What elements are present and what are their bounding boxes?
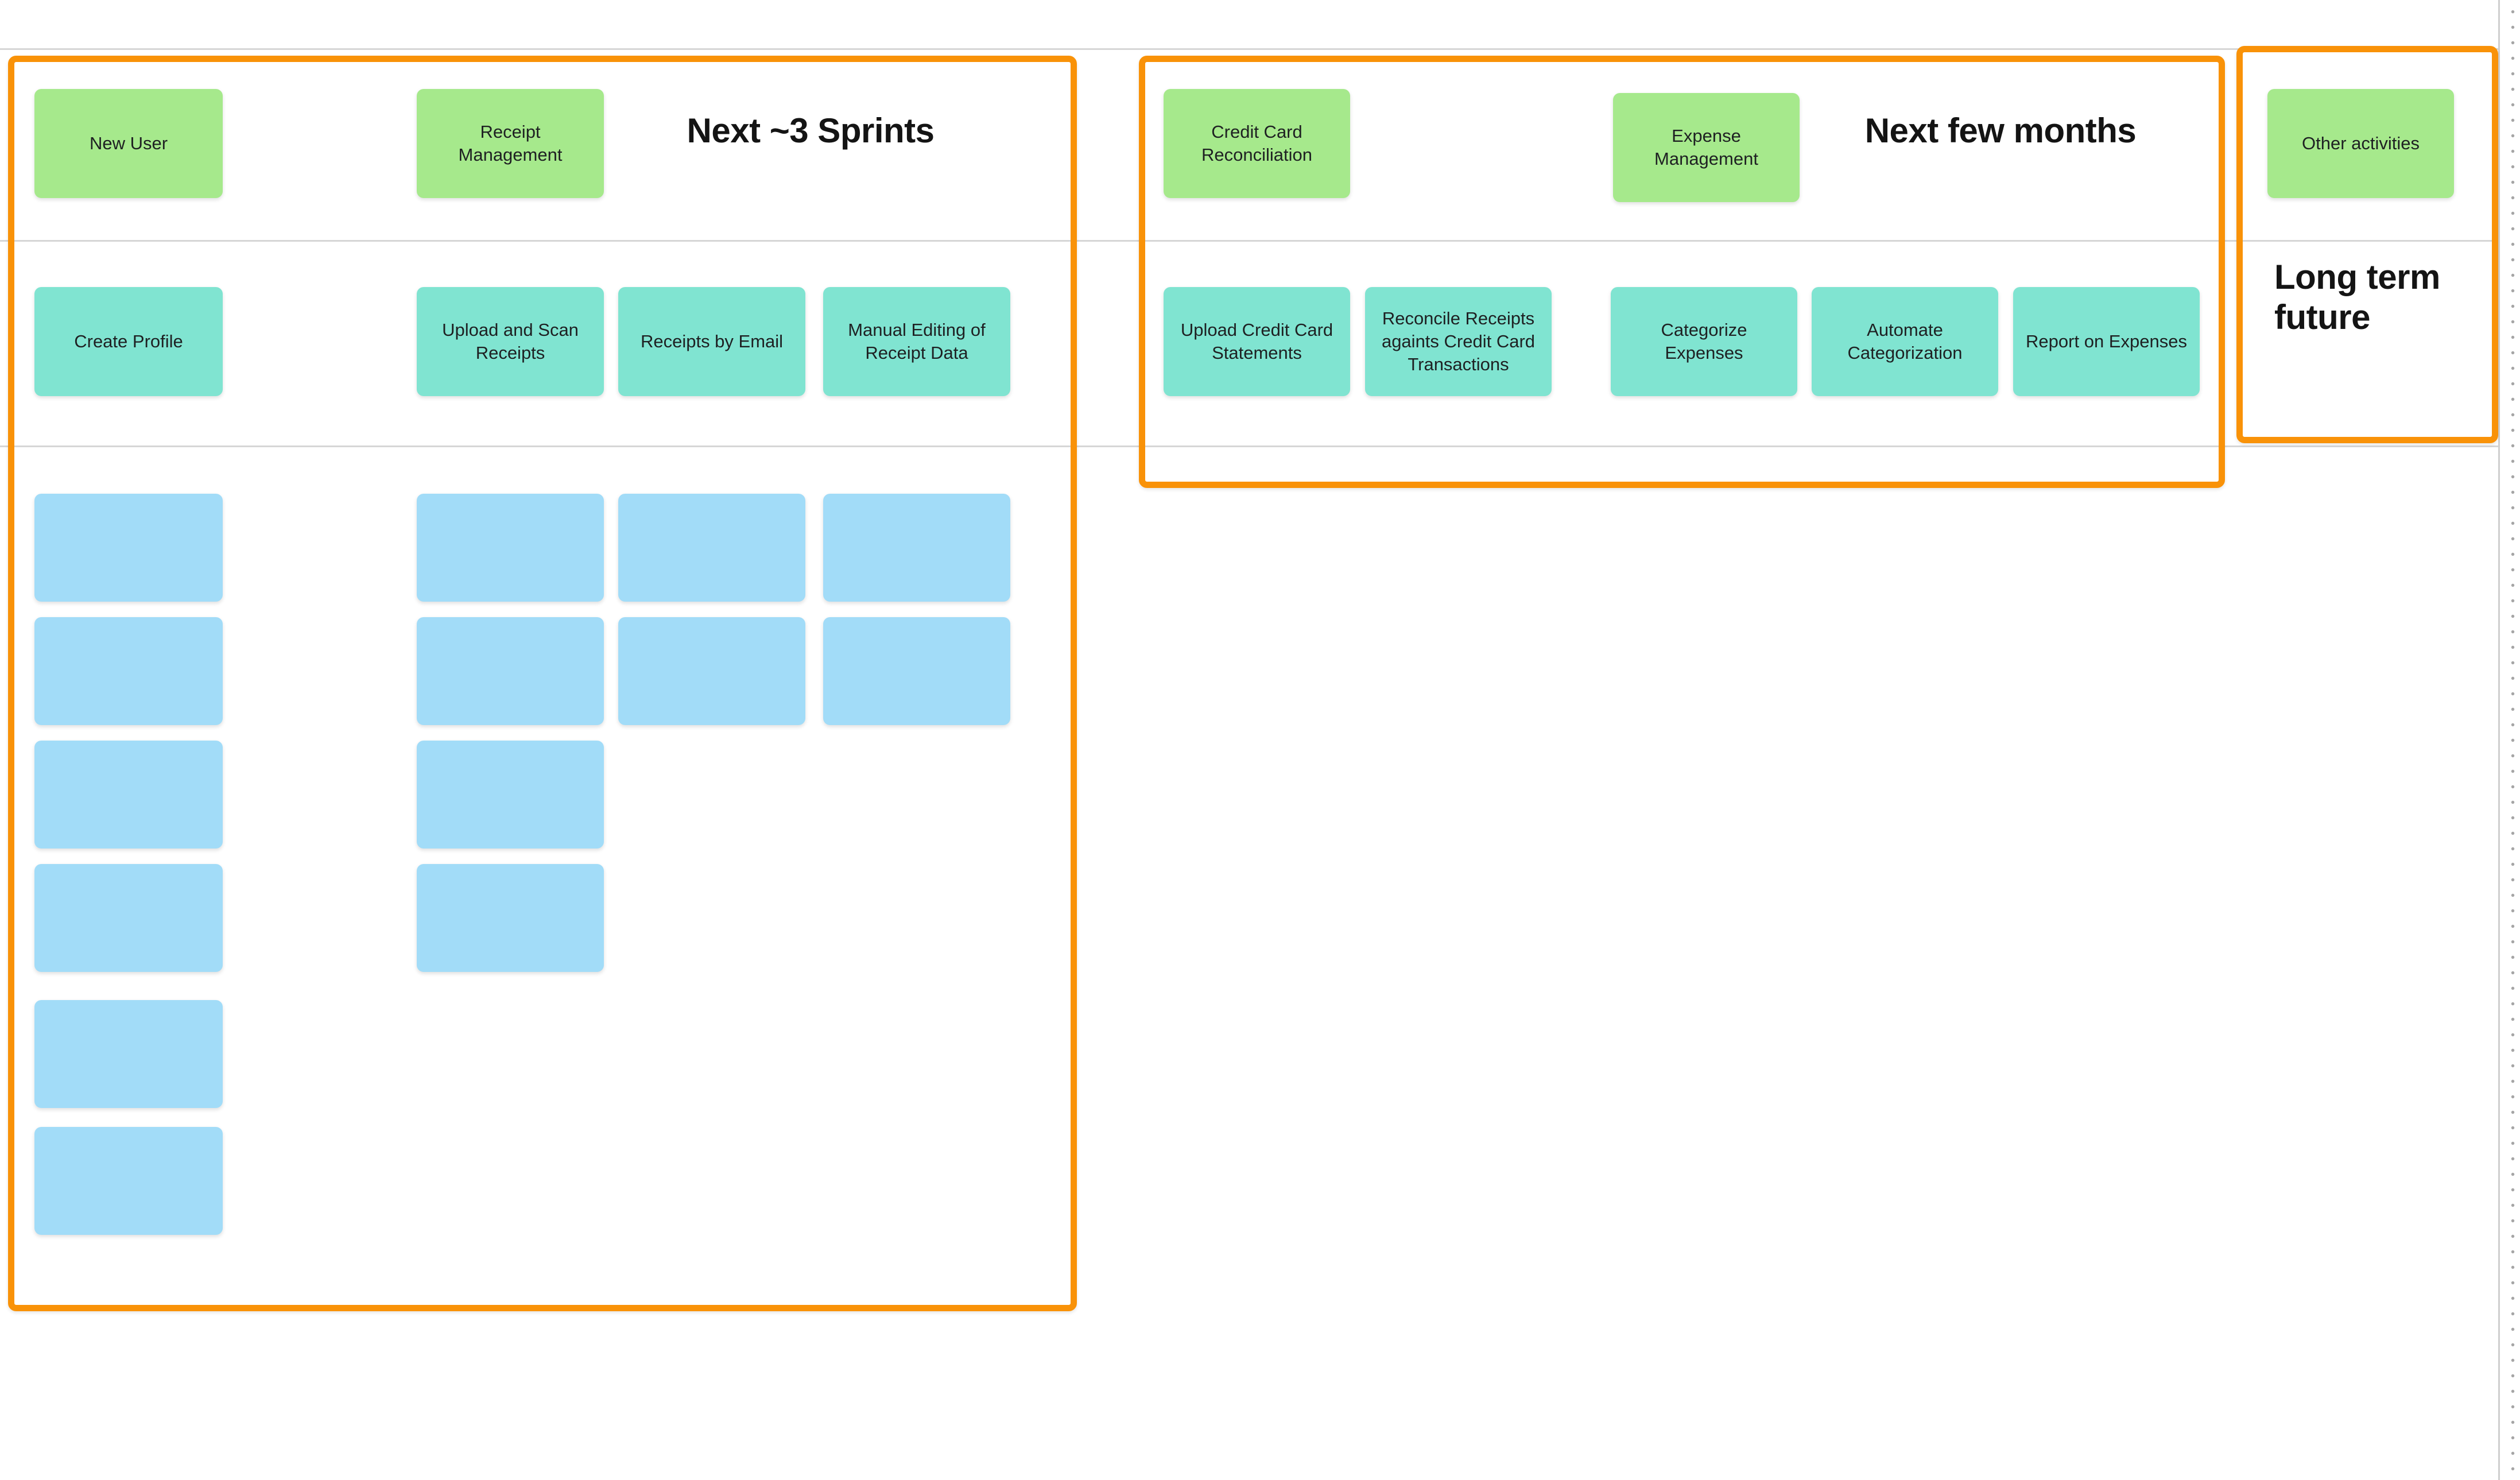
activity-note-expense-management[interactable]: Expense Management: [1613, 93, 1800, 202]
task-note-receipts-by-email[interactable]: Receipts by Email: [618, 287, 805, 396]
activity-note-credit-card-reconciliation[interactable]: Credit Card Reconciliation: [1164, 89, 1350, 198]
section-frame-next-few-months[interactable]: [1139, 56, 2225, 488]
empty-note[interactable]: [417, 617, 604, 725]
empty-note[interactable]: [823, 617, 1010, 725]
section-frame-long-term-future[interactable]: [2236, 46, 2498, 443]
section-frame-next-3-sprints[interactable]: [8, 56, 1077, 1311]
empty-note[interactable]: [618, 494, 805, 602]
empty-note[interactable]: [618, 617, 805, 725]
frame-grid-line-middle: [0, 240, 2500, 242]
section-title-next-few-months[interactable]: Next few months: [1864, 111, 2137, 150]
task-note-report-on-expenses[interactable]: Report on Expenses: [2013, 287, 2200, 396]
empty-note[interactable]: [417, 494, 604, 602]
empty-note[interactable]: [34, 617, 223, 725]
empty-note[interactable]: [34, 1000, 223, 1108]
empty-note[interactable]: [823, 494, 1010, 602]
task-note-upload-credit-card-statements[interactable]: Upload Credit Card Statements: [1164, 287, 1350, 396]
frame-grid-line-top: [0, 48, 2500, 50]
empty-note[interactable]: [417, 741, 604, 849]
task-note-reconcile-receipts[interactable]: Reconcile Receipts againts Credit Card T…: [1365, 287, 1552, 396]
canvas-dot-grid: [2500, 0, 2520, 1480]
task-note-manual-editing-of-receipt-data[interactable]: Manual Editing of Receipt Data: [823, 287, 1010, 396]
task-note-categorize-expenses[interactable]: Categorize Expenses: [1611, 287, 1797, 396]
activity-note-new-user[interactable]: New User: [34, 89, 223, 198]
activity-note-other-activities[interactable]: Other activities: [2267, 89, 2454, 198]
empty-note[interactable]: [34, 494, 223, 602]
empty-note[interactable]: [34, 864, 223, 972]
task-note-automate-categorization[interactable]: Automate Categorization: [1812, 287, 1998, 396]
empty-note[interactable]: [417, 864, 604, 972]
task-note-create-profile[interactable]: Create Profile: [34, 287, 223, 396]
activity-note-receipt-management[interactable]: Receipt Management: [417, 89, 604, 198]
empty-note[interactable]: [34, 741, 223, 849]
section-title-next-3-sprints[interactable]: Next ~3 Sprints: [687, 111, 935, 150]
frame-grid-line-right: [2498, 0, 2500, 1480]
section-title-long-term-future[interactable]: Long term future: [2274, 258, 2440, 336]
frame-grid-line-lower: [0, 445, 2500, 447]
empty-note[interactable]: [34, 1127, 223, 1235]
task-note-upload-and-scan-receipts[interactable]: Upload and Scan Receipts: [417, 287, 604, 396]
